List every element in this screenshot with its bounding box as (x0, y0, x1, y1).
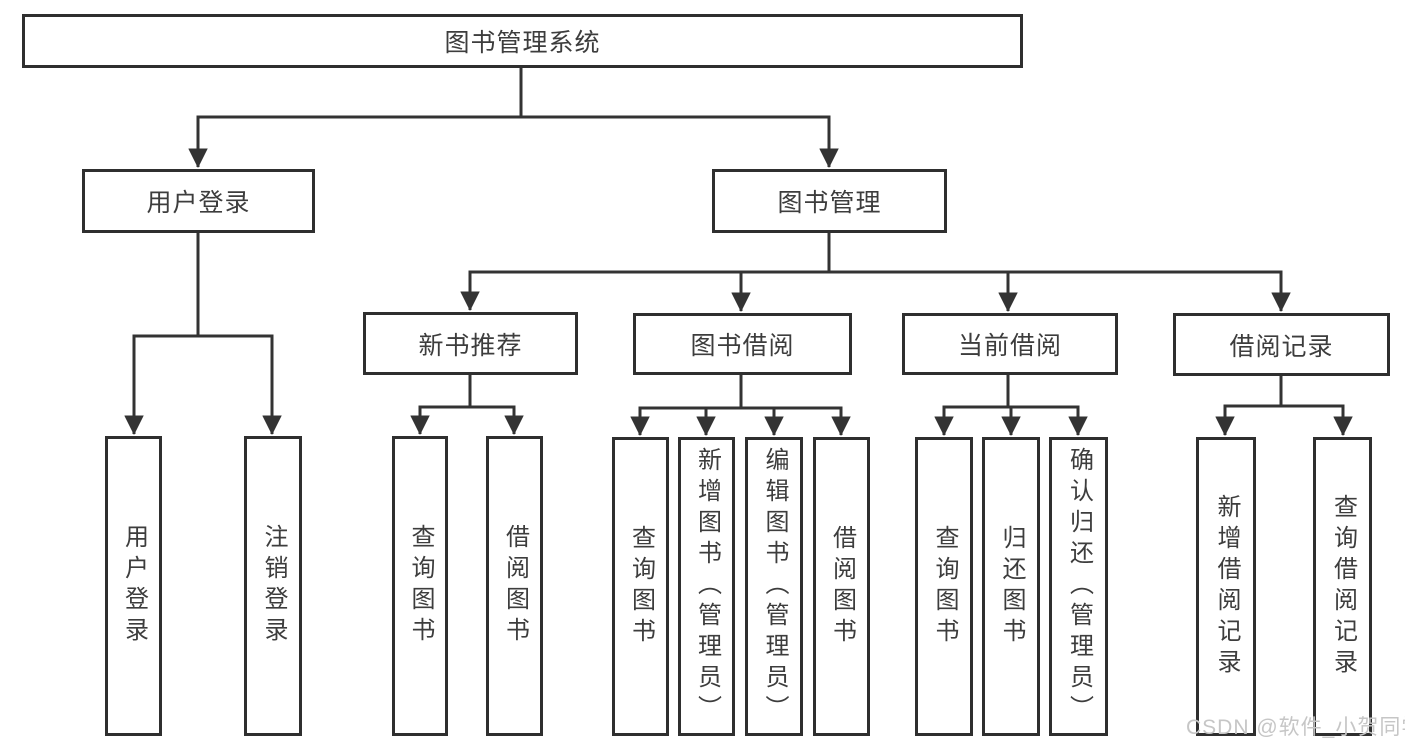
leaf-br-query-record: 查询借阅记录 (1313, 437, 1372, 736)
node-book-borrowing: 图书借阅 (633, 313, 852, 375)
leaf-nb-borrow-books: 借阅图书 (486, 436, 543, 736)
leaf-nb-query-books: 查询图书 (392, 436, 448, 736)
node-book-management: 图书管理 (712, 169, 947, 233)
leaf-bb-query-books: 查询图书 (612, 437, 669, 736)
leaf-logout: 注销登录 (244, 436, 302, 736)
leaf-bb-add-books-admin: 新增图书（管理员） (678, 437, 735, 736)
node-book-management-system: 图书管理系统 (22, 14, 1023, 68)
node-new-book-recommend: 新书推荐 (363, 312, 578, 375)
leaf-br-add-record: 新增借阅记录 (1196, 437, 1256, 736)
node-current-borrowing: 当前借阅 (902, 313, 1118, 375)
leaf-user-login: 用户登录 (105, 436, 162, 736)
node-user-login: 用户登录 (82, 169, 315, 233)
csdn-watermark: CSDN @软件_小贺同学 (1186, 716, 1405, 739)
leaf-cb-query-books: 查询图书 (915, 437, 973, 736)
leaf-bb-borrow-books: 借阅图书 (813, 437, 870, 736)
leaf-cb-return-books: 归还图书 (982, 437, 1040, 736)
leaf-bb-edit-books-admin: 编辑图书（管理员） (745, 437, 803, 736)
leaf-cb-confirm-return-admin: 确认归还（管理员） (1049, 437, 1108, 736)
node-borrow-records: 借阅记录 (1173, 313, 1390, 376)
